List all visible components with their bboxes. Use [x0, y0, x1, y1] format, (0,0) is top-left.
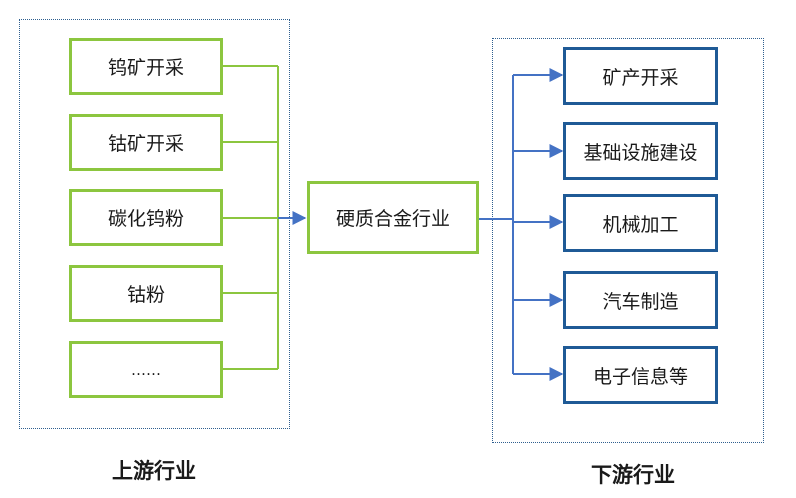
upstream-caption: 上游行业 [112, 459, 196, 483]
center-node-cemented-carbide: 硬质合金行业 [307, 181, 479, 254]
downstream-group [492, 38, 764, 443]
downstream-node-mining: 矿产开采 [563, 47, 718, 105]
downstream-node-infrastructure: 基础设施建设 [563, 122, 718, 180]
upstream-node-cobalt-powder: 钴粉 [69, 265, 223, 322]
downstream-caption: 下游行业 [591, 463, 675, 487]
downstream-node-automotive: 汽车制造 [563, 271, 718, 329]
upstream-node-cobalt-mining: 钴矿开采 [69, 114, 223, 171]
upstream-group [19, 19, 290, 429]
downstream-node-machining: 机械加工 [563, 194, 718, 252]
upstream-node-tungsten-mining: 钨矿开采 [69, 38, 223, 95]
downstream-fan [478, 68, 564, 381]
upstream-bracket [223, 65, 279, 370]
upstream-node-tungsten-carbide-powder: 碳化钨粉 [69, 189, 223, 246]
downstream-node-electronics: 电子信息等 [563, 346, 718, 404]
upstream-node-more: …… [69, 341, 223, 398]
